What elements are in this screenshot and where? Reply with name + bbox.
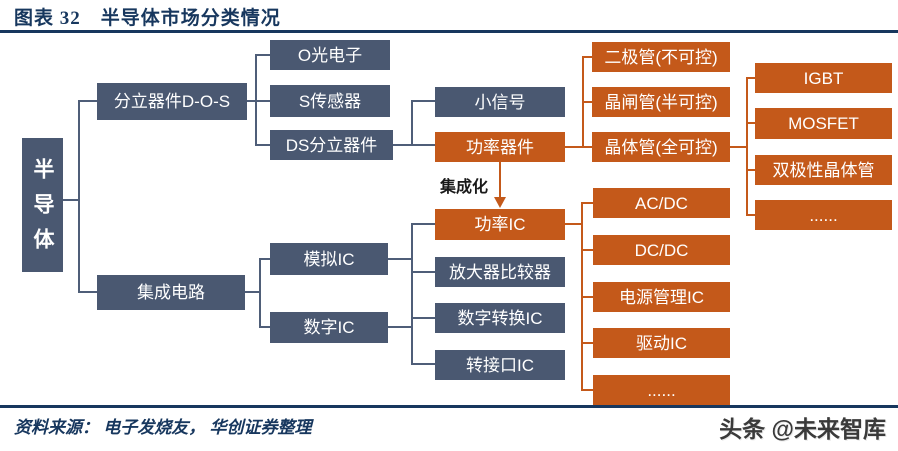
connector-line (392, 144, 412, 146)
node-bipolar-transistor: 双极性晶体管 (755, 155, 892, 185)
node-diode: 二极管(不可控) (592, 42, 730, 72)
connector-line (581, 296, 593, 298)
footer-divider (0, 405, 898, 408)
integration-label: 集成化 (440, 179, 489, 196)
connector-line (78, 100, 97, 102)
figure-title: 图表 32 半导体市场分类情况 (14, 8, 281, 29)
connector-line (582, 56, 592, 58)
node-power-ic-more: ...... (593, 375, 730, 405)
connector-line (565, 146, 592, 148)
connector-line (581, 249, 593, 251)
connector-line (255, 54, 270, 56)
connector-line (259, 258, 270, 260)
node-digital-ic: 数字IC (270, 312, 388, 343)
node-acdc: AC/DC (593, 188, 730, 218)
node-optoelectronics: O光电子 (270, 40, 390, 70)
connector-line (565, 223, 583, 225)
connector-line (259, 258, 261, 328)
node-small-signal: 小信号 (435, 87, 565, 117)
node-dcdc: DC/DC (593, 235, 730, 265)
node-igbt: IGBT (755, 63, 892, 93)
integration-arrow-shaft (499, 162, 501, 198)
source-note: 资料来源： 电子发烧友， 华创证券整理 (14, 418, 312, 437)
connector-line (63, 199, 79, 201)
connector-line (730, 146, 747, 148)
node-sensor: S传感器 (270, 85, 390, 117)
connector-line (411, 144, 435, 146)
connector-line (746, 77, 755, 79)
node-semiconductor: 半导体 (22, 138, 63, 272)
connector-line (746, 122, 755, 124)
connector-line (246, 100, 270, 102)
connector-line (411, 271, 435, 273)
connector-line (387, 258, 412, 260)
node-digital-converter-ic: 数字转换IC (435, 303, 565, 333)
node-integrated-circuit: 集成电路 (97, 275, 245, 310)
connector-line (411, 100, 413, 146)
connector-line (411, 363, 435, 365)
node-transistor-more: ...... (755, 200, 892, 230)
connector-line (255, 54, 257, 146)
node-mosfet: MOSFET (755, 108, 892, 139)
connector-line (746, 169, 755, 171)
connector-line (244, 291, 261, 293)
node-interface-ic: 转接口IC (435, 350, 565, 380)
connector-line (411, 317, 435, 319)
connector-line (411, 223, 435, 225)
connector-line (581, 389, 593, 391)
connector-line (411, 100, 435, 102)
node-amplifier-comparator: 放大器比较器 (435, 257, 565, 287)
connector-line (259, 326, 270, 328)
node-ds-discrete: DS分立器件 (270, 130, 393, 160)
connector-line (387, 326, 412, 328)
connector-line (411, 223, 413, 365)
connector-line (582, 101, 592, 103)
connector-line (746, 77, 748, 216)
connector-line (746, 214, 755, 216)
title-divider (0, 30, 898, 33)
node-analog-ic: 模拟IC (270, 243, 388, 275)
node-power-ic: 功率IC (435, 209, 565, 240)
connector-line (581, 342, 593, 344)
node-driver-ic: 驱动IC (593, 328, 730, 358)
node-transistor: 晶体管(全可控) (592, 132, 730, 162)
connector-line (78, 100, 80, 293)
node-thyristor: 晶闸管(半可控) (592, 87, 730, 117)
connector-line (78, 291, 97, 293)
integration-arrow-head-icon (494, 197, 506, 208)
node-power-device: 功率器件 (435, 132, 565, 162)
watermark: 头条 @未来智库 (719, 416, 886, 442)
connector-line (255, 144, 270, 146)
connector-line (581, 202, 593, 204)
node-discrete-dos: 分立器件D-O-S (97, 83, 247, 120)
node-power-management-ic: 电源管理IC (593, 282, 730, 312)
